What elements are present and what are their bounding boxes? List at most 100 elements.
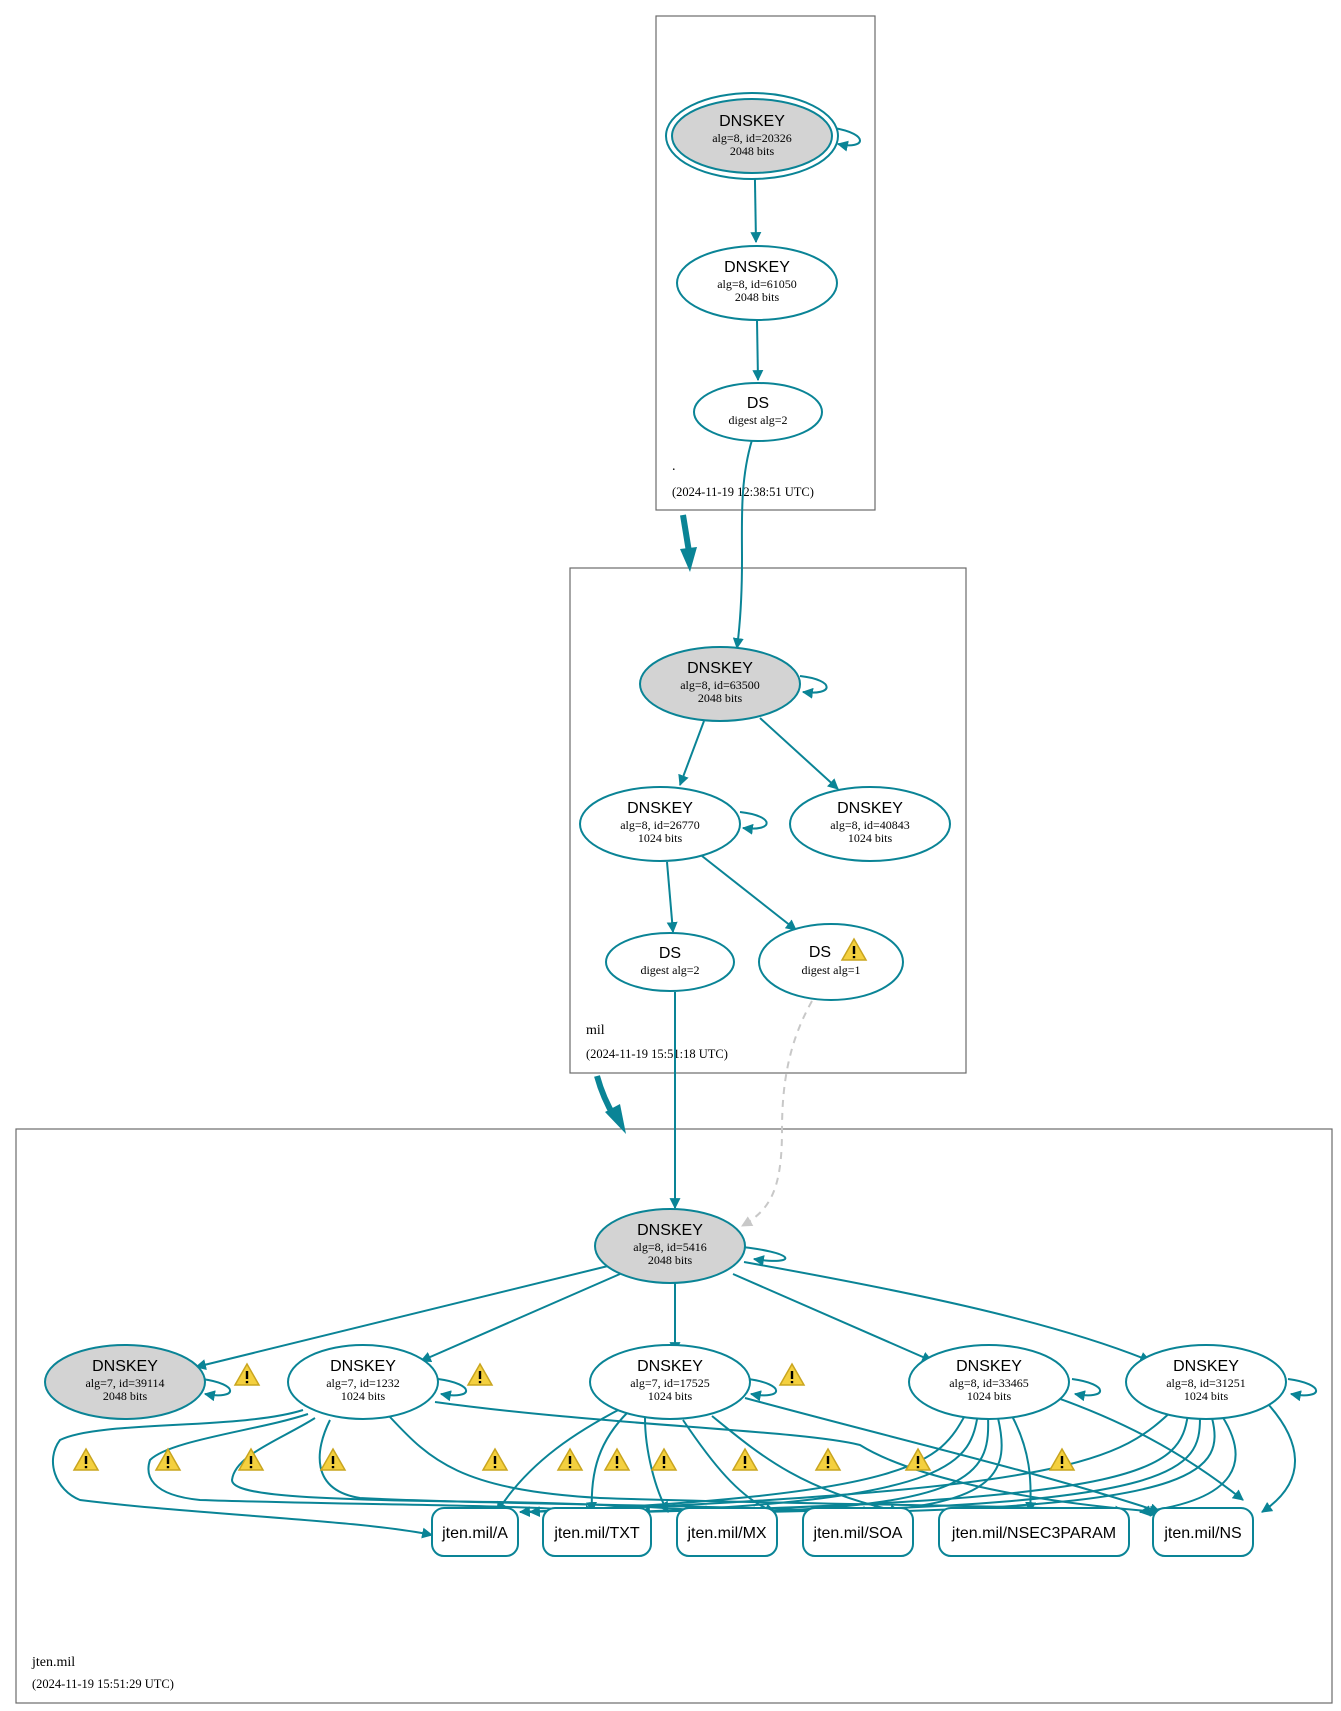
rrset-label: jten.mil/A <box>441 1525 508 1542</box>
node-line2: 2048 bits <box>648 1253 693 1267</box>
edge-33465-txt <box>628 1413 979 1518</box>
warning-icon <box>154 1447 182 1471</box>
node-jten-key-1232[interactable]: DNSKEY alg=7, id=1232 1024 bits <box>287 1344 439 1420</box>
edge-39114-self <box>201 1378 232 1402</box>
node-jten-key-33465[interactable]: DNSKEY alg=8, id=33465 1024 bits <box>908 1344 1070 1420</box>
rrset-nsec3param[interactable]: jten.mil/NSEC3PARAM <box>938 1507 1130 1557</box>
zone-mil-name: mil <box>586 1023 605 1038</box>
edge-31251-mx <box>753 1417 1201 1518</box>
rrset-ns[interactable]: jten.mil/NS <box>1152 1507 1254 1557</box>
edge-jten-ksk-self <box>731 1245 787 1266</box>
edge-17525-txt <box>586 1411 629 1514</box>
edge-jten-ksk-33465 <box>732 1273 934 1363</box>
node-title: DNSKEY <box>627 800 693 817</box>
delegation-arrowhead-mil-jten <box>605 1104 626 1134</box>
node-line2: 1024 bits <box>967 1389 1012 1403</box>
edge-mil-ksk-zsk2 <box>759 717 839 790</box>
edge-mil-zsk1-ds2 <box>666 861 678 934</box>
edge-33465-ns <box>1051 1395 1244 1501</box>
node-title: DNSKEY <box>92 1358 158 1375</box>
node-line2: 2048 bits <box>103 1389 148 1403</box>
node-title: DNSKEY <box>724 259 790 276</box>
node-root-zsk[interactable]: DNSKEY alg=8, id=61050 2048 bits <box>676 245 838 321</box>
node-title: DNSKEY <box>687 660 753 677</box>
rrset-txt[interactable]: jten.mil/TXT <box>542 1507 652 1557</box>
rrset-label: jten.mil/MX <box>686 1525 766 1542</box>
edge-root-ds-mil-ksk <box>732 439 753 650</box>
edge-jten-ksk-31251 <box>743 1261 1152 1363</box>
node-line2: 2048 bits <box>730 144 775 158</box>
node-mil-ksk[interactable]: DNSKEY alg=8, id=63500 2048 bits <box>639 646 801 722</box>
edges <box>51 123 1318 1539</box>
zone-mil-timestamp: (2024-11-19 15:51:18 UTC) <box>586 1047 728 1061</box>
edge-33465-a <box>518 1409 969 1518</box>
node-line1: alg=8, id=20326 <box>712 131 792 145</box>
warning-icon <box>556 1447 584 1471</box>
node-jten-key-31251[interactable]: DNSKEY alg=8, id=31251 1024 bits <box>1125 1344 1287 1420</box>
node-title: DS <box>747 395 769 412</box>
warning-icon <box>481 1447 509 1471</box>
node-root-ksk[interactable]: DNSKEY alg=8, id=20326 2048 bits <box>665 92 839 180</box>
node-line1: alg=8, id=31251 <box>1166 1376 1246 1390</box>
warning-icon <box>731 1447 759 1471</box>
edge-31251-ns <box>1261 1403 1296 1513</box>
node-title: DNSKEY <box>637 1358 703 1375</box>
edge-31251-a <box>528 1407 1176 1518</box>
warning-icon <box>72 1447 100 1471</box>
edge-1232-a <box>51 1409 434 1539</box>
node-title: DNSKEY <box>637 1222 703 1239</box>
node-mil-ds2[interactable]: DS digest alg=2 <box>605 932 735 992</box>
edge-33465-nsec3param <box>1011 1415 1037 1514</box>
zone-root-box <box>655 15 876 511</box>
rrset-label: jten.mil/SOA <box>813 1525 903 1542</box>
warning-icons <box>72 1362 1076 1471</box>
node-line1: alg=8, id=33465 <box>949 1376 1029 1390</box>
node-mil-ds1[interactable]: DS digest alg=1 <box>758 923 904 1001</box>
node-line1: digest alg=2 <box>640 963 699 977</box>
node-title: DS <box>659 945 681 962</box>
warning-icon <box>1048 1447 1076 1471</box>
node-line2: 1024 bits <box>1184 1389 1229 1403</box>
zone-mil-box <box>569 567 967 1074</box>
warning-icon <box>319 1447 347 1471</box>
node-root-ds[interactable]: DS digest alg=2 <box>693 382 823 442</box>
node-title: DNSKEY <box>330 1358 396 1375</box>
node-mil-zsk1[interactable]: DNSKEY alg=8, id=26770 1024 bits <box>579 786 741 862</box>
node-line1: alg=7, id=17525 <box>630 1376 710 1390</box>
warning-icon <box>840 937 868 961</box>
node-line1: alg=7, id=39114 <box>85 1376 164 1390</box>
node-line1: digest alg=1 <box>801 963 860 977</box>
edge-31251-self <box>1287 1378 1318 1402</box>
node-title: DNSKEY <box>719 113 785 130</box>
warning-icon <box>237 1447 265 1471</box>
warning-icon <box>466 1362 494 1386</box>
warning-icon <box>814 1447 842 1471</box>
edge-17525-self <box>747 1378 778 1402</box>
edge-17525-ns <box>744 1397 1162 1515</box>
node-jten-key-17525[interactable]: DNSKEY alg=7, id=17525 1024 bits <box>589 1344 751 1420</box>
node-line1: alg=8, id=61050 <box>717 277 797 291</box>
warning-icon <box>904 1447 932 1471</box>
rrset-soa[interactable]: jten.mil/SOA <box>802 1507 914 1557</box>
edge-1232-ns2 <box>434 1401 1162 1517</box>
rrset-a[interactable]: jten.mil/A <box>431 1507 519 1557</box>
edge-17525-a <box>496 1407 623 1513</box>
edge-jten-ksk-1232 <box>419 1273 621 1363</box>
node-line1: digest alg=2 <box>728 413 787 427</box>
rrset-mx[interactable]: jten.mil/MX <box>676 1507 778 1557</box>
edge-root-zsk-ds <box>752 319 764 382</box>
node-mil-zsk2[interactable]: DNSKEY alg=8, id=40843 1024 bits <box>789 786 951 862</box>
edge-1232-self <box>437 1378 468 1402</box>
node-line1: alg=8, id=26770 <box>620 818 700 832</box>
edge-1232-txt <box>147 1413 597 1516</box>
zone-jten-name: jten.mil <box>31 1655 75 1670</box>
edge-root-ksk-self <box>833 127 861 152</box>
rrset-label: jten.mil/TXT <box>553 1525 640 1542</box>
node-line2: 1024 bits <box>848 831 893 845</box>
node-jten-ksk[interactable]: DNSKEY alg=8, id=5416 2048 bits <box>594 1208 746 1284</box>
node-line2: 1024 bits <box>648 1389 693 1403</box>
node-jten-key-39114[interactable]: DNSKEY alg=7, id=39114 2048 bits <box>44 1344 206 1420</box>
zone-mil: mil (2024-11-19 15:51:18 UTC) <box>569 567 967 1074</box>
edge-mil-zsk1-self <box>739 811 768 835</box>
